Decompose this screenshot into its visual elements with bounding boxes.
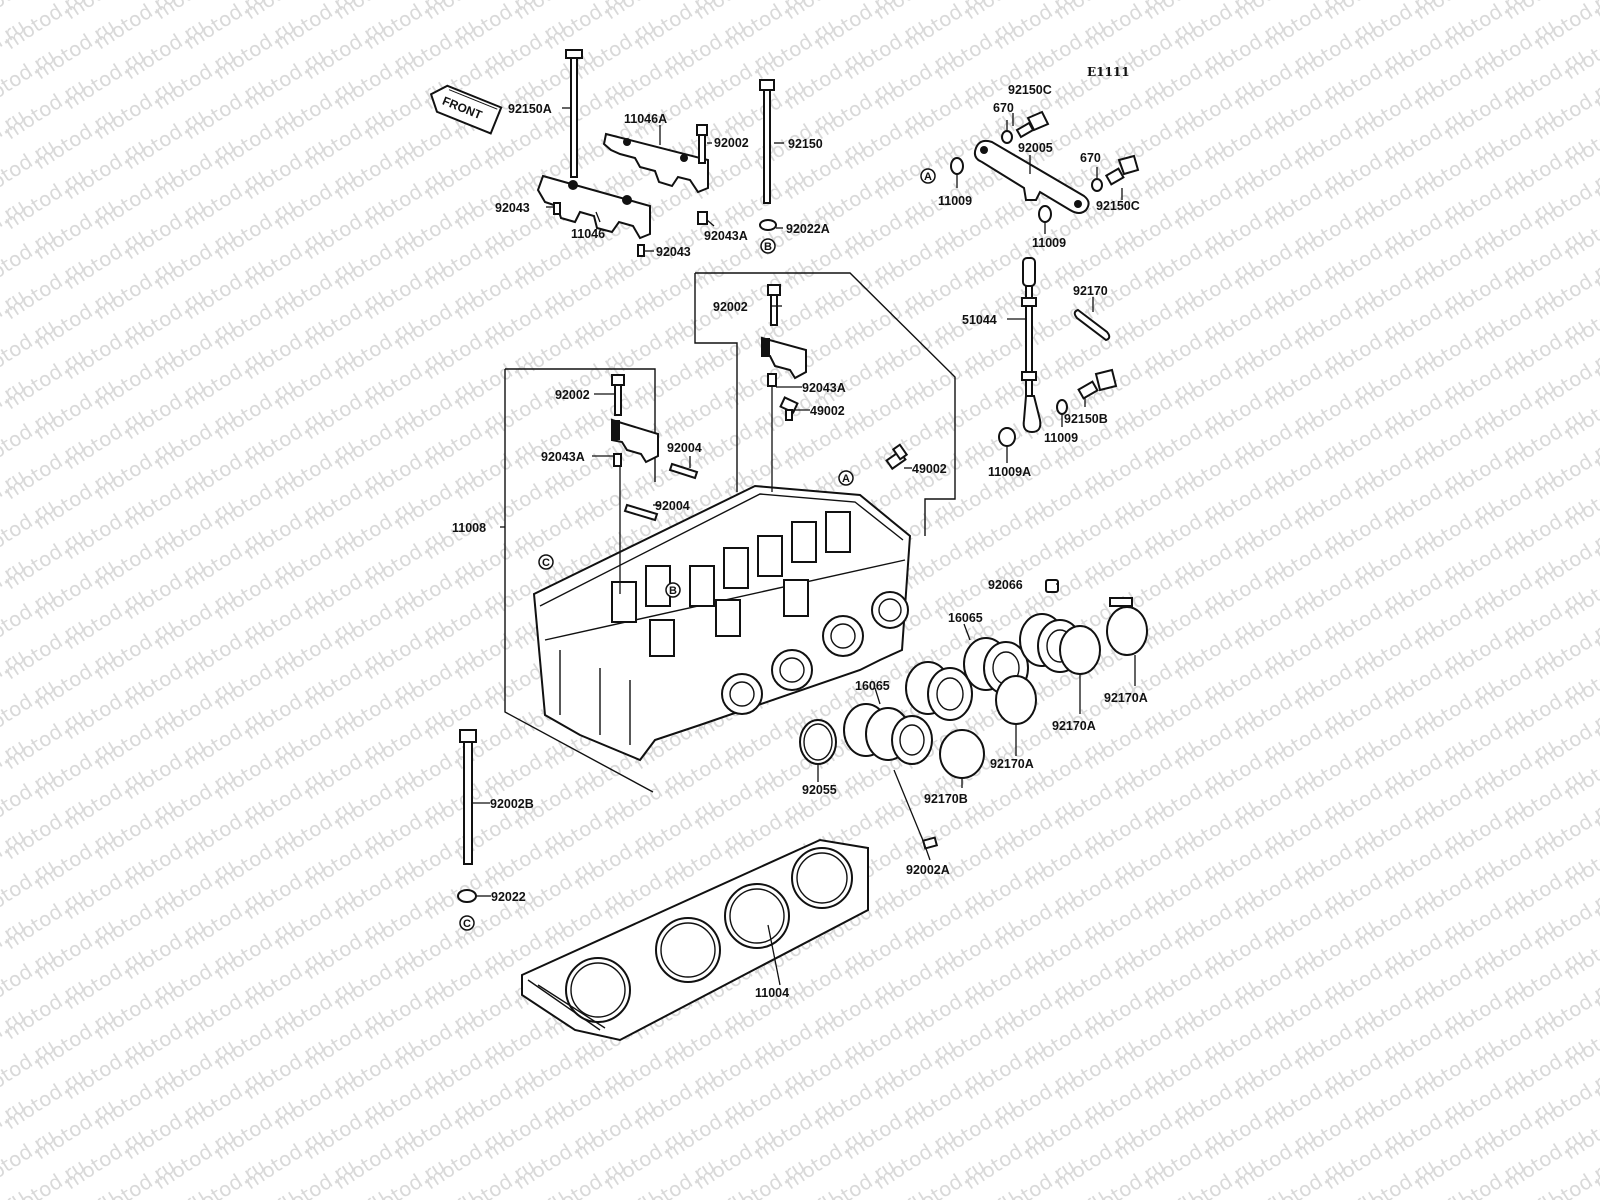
marker-c-bottom: C bbox=[459, 915, 475, 931]
label-92005: 92005 bbox=[1018, 141, 1053, 155]
label-92170A-mid: 92170A bbox=[1052, 719, 1096, 733]
washer-11009-left bbox=[950, 157, 964, 175]
diagram-reference-code: E1111 bbox=[1087, 65, 1130, 79]
dowel-92043-bottom bbox=[637, 244, 645, 257]
label-11004: 11004 bbox=[755, 986, 789, 1000]
label-92170A-right: 92170A bbox=[1104, 691, 1148, 705]
o-ring-92055 bbox=[799, 719, 837, 765]
dowel-92043-left bbox=[553, 202, 561, 215]
label-11009A: 11009A bbox=[988, 465, 1031, 479]
dowel-92043A-mid bbox=[767, 373, 777, 387]
label-92150C-top: 92150C bbox=[1008, 83, 1052, 97]
watermark-text: motod.ru bbox=[1590, 0, 1600, 24]
washer-92022A bbox=[759, 219, 777, 231]
label-92150: 92150 bbox=[788, 137, 823, 151]
label-92022: 92022 bbox=[491, 890, 526, 904]
marker-a-head: A bbox=[838, 470, 854, 486]
label-92002-mid: 92002 bbox=[713, 300, 748, 314]
svg-text:C: C bbox=[542, 557, 550, 569]
label-11008: 11008 bbox=[452, 521, 486, 535]
label-92002-top: 92002 bbox=[714, 136, 749, 150]
label-92022A: 92022A bbox=[786, 222, 830, 236]
label-92170B: 92170B bbox=[924, 792, 968, 806]
label-92150A: 92150A bbox=[508, 102, 552, 116]
washer-11009-mid bbox=[1038, 205, 1052, 223]
label-92150C-right: 92150C bbox=[1096, 199, 1140, 213]
washer-670-right bbox=[1091, 178, 1103, 192]
label-51044: 51044 bbox=[962, 313, 997, 327]
label-11046A: 11046A bbox=[624, 112, 667, 126]
label-92043A-left: 92043A bbox=[541, 450, 585, 464]
label-92043-left: 92043 bbox=[495, 201, 530, 215]
label-92170A-low: 92170A bbox=[990, 757, 1034, 771]
washer-670-left bbox=[1001, 130, 1013, 144]
label-92002A: 92002A bbox=[906, 863, 950, 877]
svg-text:C: C bbox=[463, 918, 471, 930]
label-11009-low: 11009 bbox=[1044, 431, 1078, 445]
clamp-92170A-low bbox=[995, 675, 1037, 725]
svg-text:B: B bbox=[669, 585, 677, 597]
clamp-92170A-mid bbox=[1059, 625, 1101, 675]
plug-92066 bbox=[1045, 579, 1059, 593]
label-92004-b: 92004 bbox=[655, 499, 690, 513]
label-92043A-top: 92043A bbox=[704, 229, 748, 243]
label-92002B: 92002B bbox=[490, 797, 534, 811]
washer-11009A bbox=[998, 427, 1016, 447]
label-11009-mid: 11009 bbox=[1032, 236, 1066, 250]
label-11009-left: 11009 bbox=[938, 194, 972, 208]
dowel-92043A-top bbox=[697, 211, 708, 225]
svg-text:B: B bbox=[764, 241, 772, 253]
label-92004-a: 92004 bbox=[667, 441, 702, 455]
label-92002-left: 92002 bbox=[555, 388, 590, 402]
label-92055: 92055 bbox=[802, 783, 837, 797]
label-16065-upper: 16065 bbox=[948, 611, 983, 625]
washer-92022 bbox=[457, 889, 477, 903]
marker-a-oil-pipe: A bbox=[920, 168, 936, 184]
marker-c-head: C bbox=[538, 554, 554, 570]
label-16065-lower: 16065 bbox=[855, 679, 890, 693]
svg-text:A: A bbox=[842, 473, 850, 485]
bolt-92002-top bbox=[696, 124, 708, 164]
label-92066: 92066 bbox=[988, 578, 1023, 592]
label-670-right: 670 bbox=[1080, 151, 1101, 165]
dowel-92043A-left bbox=[613, 453, 622, 467]
label-92043-bottom: 92043 bbox=[656, 245, 691, 259]
label-49002-right: 49002 bbox=[912, 462, 947, 476]
marker-b-head: B bbox=[665, 582, 681, 598]
label-49002-upper: 49002 bbox=[810, 404, 845, 418]
clamp-92170B bbox=[939, 729, 985, 779]
svg-text:A: A bbox=[924, 171, 932, 183]
label-92170: 92170 bbox=[1073, 284, 1108, 298]
label-670-left: 670 bbox=[993, 101, 1014, 115]
label-11046: 11046 bbox=[571, 227, 605, 241]
label-92150B: 92150B bbox=[1064, 412, 1108, 426]
marker-b-top: B bbox=[760, 238, 776, 254]
label-92043A-mid: 92043A bbox=[802, 381, 846, 395]
